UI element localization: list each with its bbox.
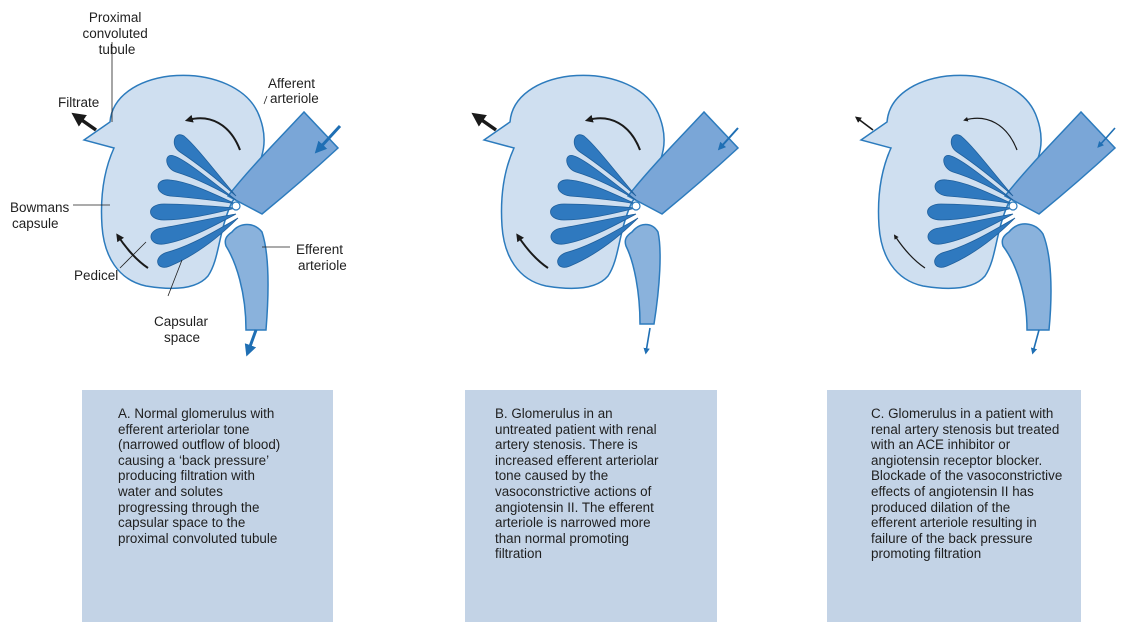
caption-c-line: failure of the back pressure xyxy=(871,531,1063,547)
caption-b-line: B. Glomerulus in an xyxy=(495,406,699,422)
label-proximal-tubule: Proximal convoluted tubule xyxy=(82,10,151,57)
caption-b-line: arteriole is narrowed more xyxy=(495,515,699,531)
caption-c-line: Blockade of the vasoconstrictive xyxy=(871,468,1063,484)
caption-a-line: A. Normal glomerulus with xyxy=(118,406,315,422)
caption-a-line: causing a ‘back pressure’ xyxy=(118,453,315,469)
caption-b-line: untreated patient with renal xyxy=(495,422,699,438)
caption-a-line: capsular space to the xyxy=(118,515,315,531)
panel-c-glomerulus xyxy=(857,75,1115,352)
panel-b-glomerulus xyxy=(476,75,738,352)
caption-c-line: promoting filtration xyxy=(871,546,1063,562)
caption-box-a: A. Normal glomerulus with efferent arter… xyxy=(82,390,333,622)
label-afferent-arteriole: Afferent arteriole xyxy=(268,76,319,106)
caption-b-line: angiotensin II. The efferent xyxy=(495,500,699,516)
caption-c-line: with an ACE inhibitor or xyxy=(871,437,1063,453)
caption-a-line: proximal convoluted tubule xyxy=(118,531,315,547)
caption-a-line: producing filtration with xyxy=(118,468,315,484)
label-bowmans-capsule: Bowmans capsule xyxy=(10,200,73,231)
blood-out-arrow xyxy=(248,330,256,352)
label-efferent-arteriole: Efferent arteriole xyxy=(296,242,347,273)
caption-c-line: effects of angiotensin II has xyxy=(871,484,1063,500)
filtrate-arrow xyxy=(76,116,96,130)
caption-c-line: efferent arteriole resulting in xyxy=(871,515,1063,531)
caption-b-line: tone caused by the xyxy=(495,468,699,484)
panel-a-glomerulus: Proximal convoluted tubule Filtrate Affe… xyxy=(10,10,347,352)
caption-box-c: C. Glomerulus in a patient with renal ar… xyxy=(827,390,1081,622)
caption-b-line: than normal promoting xyxy=(495,531,699,547)
label-capsular-space: Capsular space xyxy=(154,314,212,345)
caption-b-line: increased efferent arteriolar xyxy=(495,453,699,469)
caption-c-line: angiotensin receptor blocker. xyxy=(871,453,1063,469)
caption-c-line: produced dilation of the xyxy=(871,500,1063,516)
efferent-arteriole-shape xyxy=(225,225,268,331)
caption-c-line: C. Glomerulus in a patient with xyxy=(871,406,1063,422)
caption-c-line: renal artery stenosis but treated xyxy=(871,422,1063,438)
caption-a-line: water and solutes xyxy=(118,484,315,500)
caption-b-line: artery stenosis. There is xyxy=(495,437,699,453)
caption-a-line: progressing through the xyxy=(118,500,315,516)
caption-box-b: B. Glomerulus in an untreated patient wi… xyxy=(465,390,717,622)
caption-b-line: vasoconstrictive actions of xyxy=(495,484,699,500)
label-filtrate: Filtrate xyxy=(58,95,99,110)
caption-a-line: (narrowed outflow of blood) xyxy=(118,437,315,453)
caption-a-line: efferent arteriolar tone xyxy=(118,422,315,438)
label-pedicel: Pedicel xyxy=(74,268,118,283)
caption-b-line: filtration xyxy=(495,546,699,562)
